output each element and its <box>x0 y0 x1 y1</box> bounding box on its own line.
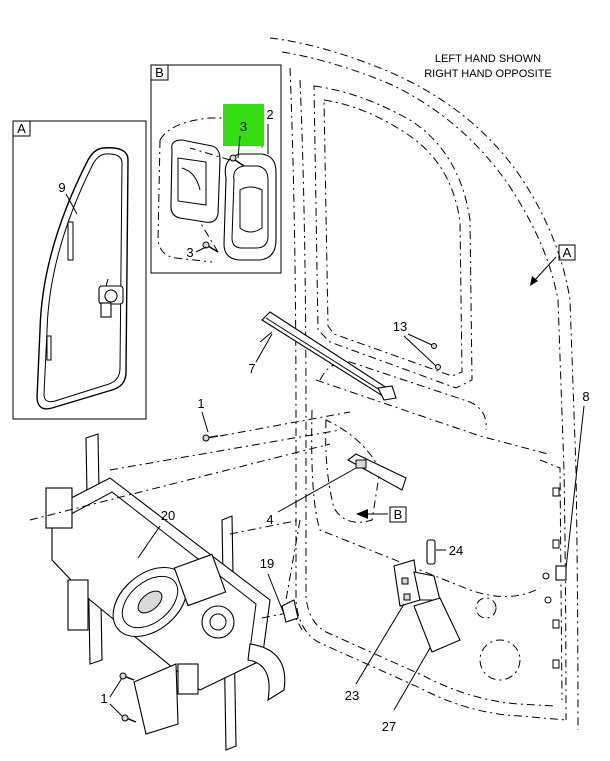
inner-handle-lever <box>181 167 201 191</box>
label-27: 27 <box>382 719 396 734</box>
view-a-arrowhead <box>530 276 538 286</box>
leader-4 <box>277 467 357 513</box>
view-a-frame <box>12 120 147 420</box>
leader-27 <box>393 647 431 711</box>
label-1-upper: 1 <box>197 396 204 411</box>
view-a-tag: A <box>17 121 26 136</box>
part-23-latch: 23 <box>345 559 441 703</box>
window-regulator: 20 <box>29 429 341 751</box>
inner-handle-recess <box>177 157 207 206</box>
label-7: 7 <box>248 361 255 376</box>
leader-20 <box>137 525 161 559</box>
label-9: 9 <box>58 180 65 195</box>
view-a-tag-box <box>12 120 31 137</box>
part-24-pin: 24 <box>426 539 463 565</box>
label-20: 20 <box>161 508 175 523</box>
note-line-1: LEFT HAND SHOWN <box>435 53 541 65</box>
part-1-upper-screw: 1 <box>197 396 351 442</box>
label-3-lower: 3 <box>186 245 193 260</box>
handle-bezel-inner <box>231 165 269 249</box>
screw-upper <box>229 154 245 167</box>
screw-lower <box>202 241 219 253</box>
view-a-callout-arrow <box>533 256 557 282</box>
leader-7 <box>259 331 273 343</box>
label-13: 13 <box>393 319 407 334</box>
window-glass-inner <box>43 153 123 403</box>
view-b-arrowhead <box>356 509 368 519</box>
part-8: 8 <box>555 389 590 581</box>
view-a-callout: A <box>530 244 576 286</box>
view-b-frame <box>150 64 282 274</box>
view-b-callout-box <box>389 506 407 523</box>
view-a-callout-label: A <box>563 245 572 260</box>
label-24: 24 <box>449 543 463 558</box>
label-23: 23 <box>345 688 359 703</box>
note-line-2: RIGHT HAND OPPOSITE <box>424 68 552 80</box>
screw-lower-axis <box>199 221 219 253</box>
part-19: 19 <box>260 556 299 623</box>
view-b-panel: B 2 3 3 <box>150 64 282 274</box>
view-b-tag: B <box>155 65 164 80</box>
glass-seal-strip <box>67 221 74 261</box>
label-8: 8 <box>582 389 589 404</box>
leader-9 <box>65 193 78 215</box>
part-4-guide: 4 <box>266 453 407 527</box>
view-b-tag-box <box>150 64 169 81</box>
view-a-callout-box <box>558 244 576 261</box>
label-1-lower: 1 <box>100 691 107 706</box>
label-4: 4 <box>266 512 273 527</box>
handle-bezel-cup <box>239 186 263 233</box>
glass-bracket <box>98 278 124 318</box>
highlighted-callout-3[interactable] <box>223 104 264 146</box>
view-b-callout: B <box>356 506 407 523</box>
view-a-panel: A 9 <box>12 120 147 420</box>
view-b-callout-label: B <box>394 507 403 522</box>
leader-3-upper <box>237 135 241 159</box>
part-13-fasteners: 13 <box>393 319 441 370</box>
screw-upper-axis <box>189 147 231 161</box>
label-2: 2 <box>266 107 273 122</box>
part-1-lower-screws: 1 <box>100 672 137 723</box>
label-19: 19 <box>260 556 274 571</box>
part-27: 27 <box>382 597 461 734</box>
label-3-highlighted: 3 <box>240 119 247 134</box>
door-frame <box>269 37 579 731</box>
leader-23 <box>355 603 405 685</box>
window-glass <box>36 147 129 410</box>
glass-seal-strip-lower <box>46 335 52 361</box>
leader-3-lower <box>195 246 207 253</box>
belt-weatherstrip: 7 <box>248 311 397 401</box>
